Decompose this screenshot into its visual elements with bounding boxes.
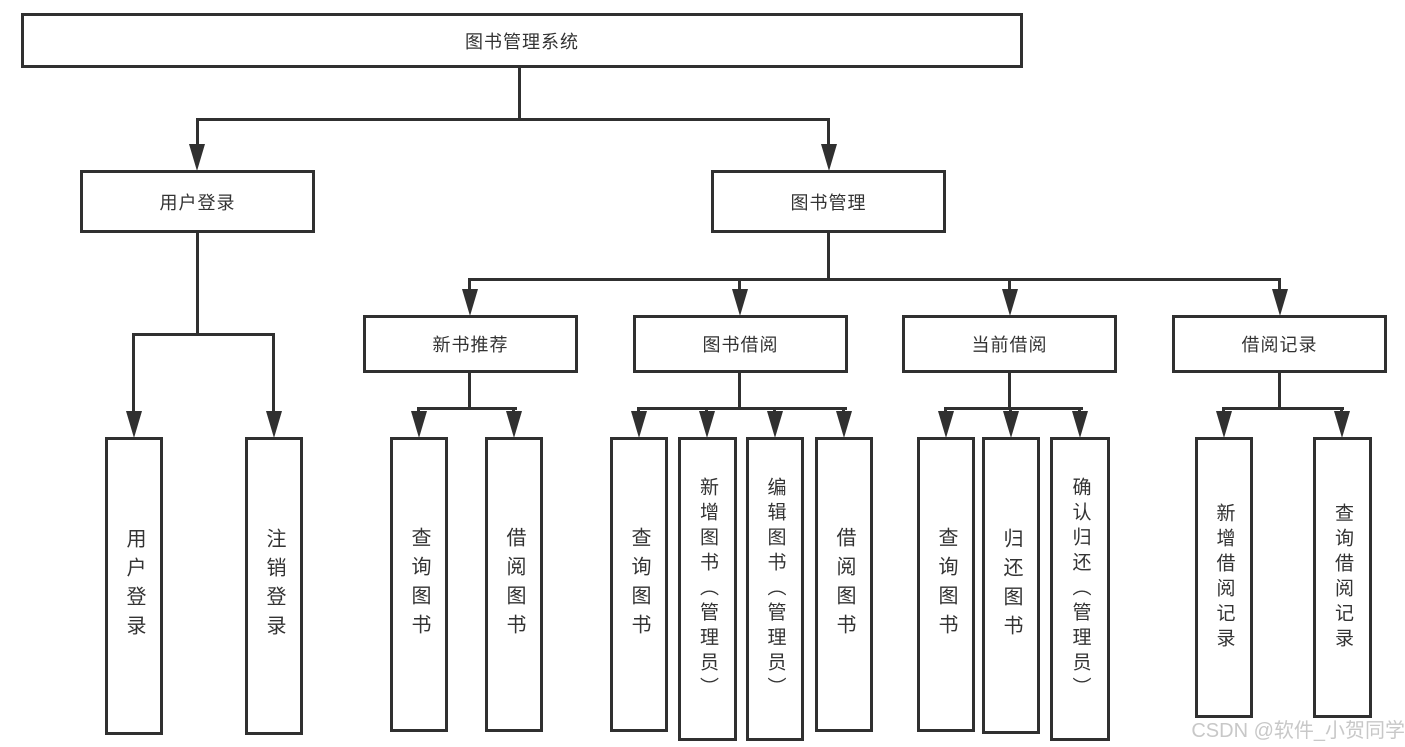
- connector-stub-borrow: [738, 278, 741, 292]
- leaf-user-login: 用户登录: [105, 437, 163, 735]
- leaf-return-books: 归还图书: [982, 437, 1040, 734]
- leaf-query-borrow-record: 查询借阅记录: [1313, 437, 1372, 718]
- connector-level3-branch: [469, 278, 1281, 281]
- leaf-borrow-books-2: 借阅图书: [815, 437, 873, 732]
- node-borrowing-records: 借阅记录: [1172, 315, 1387, 373]
- node-current-borrowing: 当前借阅: [902, 315, 1117, 373]
- connector-root-trunk: [518, 68, 521, 120]
- node-user-login: 用户登录: [80, 170, 315, 233]
- node-root: 图书管理系统: [21, 13, 1023, 68]
- leaf-add-borrow-record: 新增借阅记录: [1195, 437, 1253, 718]
- connector-newbook-branch: [417, 407, 517, 410]
- arrow-down-icon: [126, 411, 142, 438]
- connector-stub-records: [1278, 278, 1281, 292]
- connector-stub-login-leaf: [132, 333, 135, 413]
- connector-stub: [944, 407, 947, 414]
- arrow-down-icon: [1334, 411, 1350, 438]
- arrow-down-icon: [767, 411, 783, 438]
- connector-records-branch: [1222, 407, 1344, 410]
- connector-stub: [1009, 407, 1012, 414]
- node-current-borrowing-label: 当前借阅: [971, 335, 1048, 355]
- connector-stub-logout-leaf: [272, 333, 275, 413]
- arrow-down-icon: [506, 411, 522, 438]
- arrow-down-icon: [732, 289, 748, 316]
- node-borrowing-records-label: 借阅记录: [1241, 335, 1318, 355]
- leaf-query-books-3: 查询图书: [917, 437, 975, 732]
- leaf-query-books-1: 查询图书: [390, 437, 448, 732]
- arrow-down-icon: [1002, 289, 1018, 316]
- connector-newbook-trunk: [468, 373, 471, 410]
- leaf-label: 新增借阅记录: [1213, 502, 1235, 653]
- connector-stub: [1340, 407, 1343, 414]
- leaf-label: 借阅图书: [503, 526, 525, 643]
- connector-borrow-branch: [637, 407, 847, 410]
- leaf-label: 查询图书: [408, 526, 430, 643]
- leaf-add-book-admin: 新增图书（管理员）: [678, 437, 737, 741]
- connector-bookmgmt-trunk: [827, 233, 830, 281]
- connector-stub: [773, 407, 776, 414]
- connector-records-trunk: [1278, 373, 1281, 410]
- node-new-book-recommend-label: 新书推荐: [432, 335, 509, 355]
- connector-stub: [637, 407, 640, 414]
- arrow-down-icon: [1216, 411, 1232, 438]
- node-new-book-recommend: 新书推荐: [363, 315, 578, 373]
- connector-stub-user-login: [196, 118, 199, 146]
- connector-stub: [417, 407, 420, 414]
- arrow-down-icon: [1003, 411, 1019, 438]
- leaf-label: 编辑图书（管理员）: [764, 476, 786, 702]
- arrow-down-icon: [699, 411, 715, 438]
- leaf-label: 查询图书: [628, 526, 650, 643]
- csdn-watermark: CSDN @软件_小贺同学: [1191, 720, 1405, 742]
- leaf-label: 借阅图书: [833, 526, 855, 643]
- arrow-down-icon: [938, 411, 954, 438]
- leaf-label: 归还图书: [1000, 527, 1022, 644]
- arrow-down-icon: [1072, 411, 1088, 438]
- leaf-label: 新增图书（管理员）: [697, 476, 718, 702]
- arrow-down-icon: [631, 411, 647, 438]
- connector-borrow-trunk: [738, 373, 741, 410]
- connector-stub: [705, 407, 708, 414]
- node-book-management-label: 图书管理: [790, 192, 867, 213]
- arrow-down-icon: [411, 411, 427, 438]
- arrow-down-icon: [189, 144, 205, 171]
- connector-userlogin-branch: [133, 333, 275, 336]
- arrow-down-icon: [1272, 289, 1288, 316]
- leaf-query-books-2: 查询图书: [610, 437, 668, 732]
- connector-current-trunk: [1008, 373, 1011, 410]
- arrow-down-icon: [266, 411, 282, 438]
- leaf-confirm-return-admin: 确认归还（管理员）: [1050, 437, 1110, 741]
- connector-stub-newbook: [468, 278, 471, 292]
- node-root-label: 图书管理系统: [465, 31, 579, 52]
- connector-level2-branch: [196, 118, 830, 121]
- leaf-user-login-label: 用户登录: [123, 528, 145, 644]
- node-user-login-label: 用户登录: [159, 192, 236, 213]
- connector-stub: [512, 407, 515, 414]
- arrow-down-icon: [836, 411, 852, 438]
- connector-stub: [842, 407, 845, 414]
- connector-stub-book-mgmt: [827, 118, 830, 146]
- node-book-management: 图书管理: [711, 170, 946, 233]
- connector-userlogin-trunk: [196, 233, 199, 335]
- leaf-edit-book-admin: 编辑图书（管理员）: [746, 437, 804, 741]
- leaf-label: 确认归还（管理员）: [1069, 476, 1091, 702]
- node-book-borrowing: 图书借阅: [633, 315, 848, 373]
- connector-stub: [1222, 407, 1225, 414]
- arrow-down-icon: [821, 144, 837, 171]
- node-book-borrowing-label: 图书借阅: [702, 335, 779, 355]
- leaf-logout: 注销登录: [245, 437, 303, 735]
- leaf-logout-label: 注销登录: [263, 528, 285, 644]
- leaf-label: 查询借阅记录: [1332, 502, 1353, 653]
- connector-stub-current: [1008, 278, 1011, 292]
- leaf-borrow-books-1: 借阅图书: [485, 437, 543, 732]
- leaf-label: 查询图书: [935, 526, 957, 643]
- arrow-down-icon: [462, 289, 478, 316]
- connector-stub: [1078, 407, 1081, 414]
- connector-current-branch: [944, 407, 1083, 410]
